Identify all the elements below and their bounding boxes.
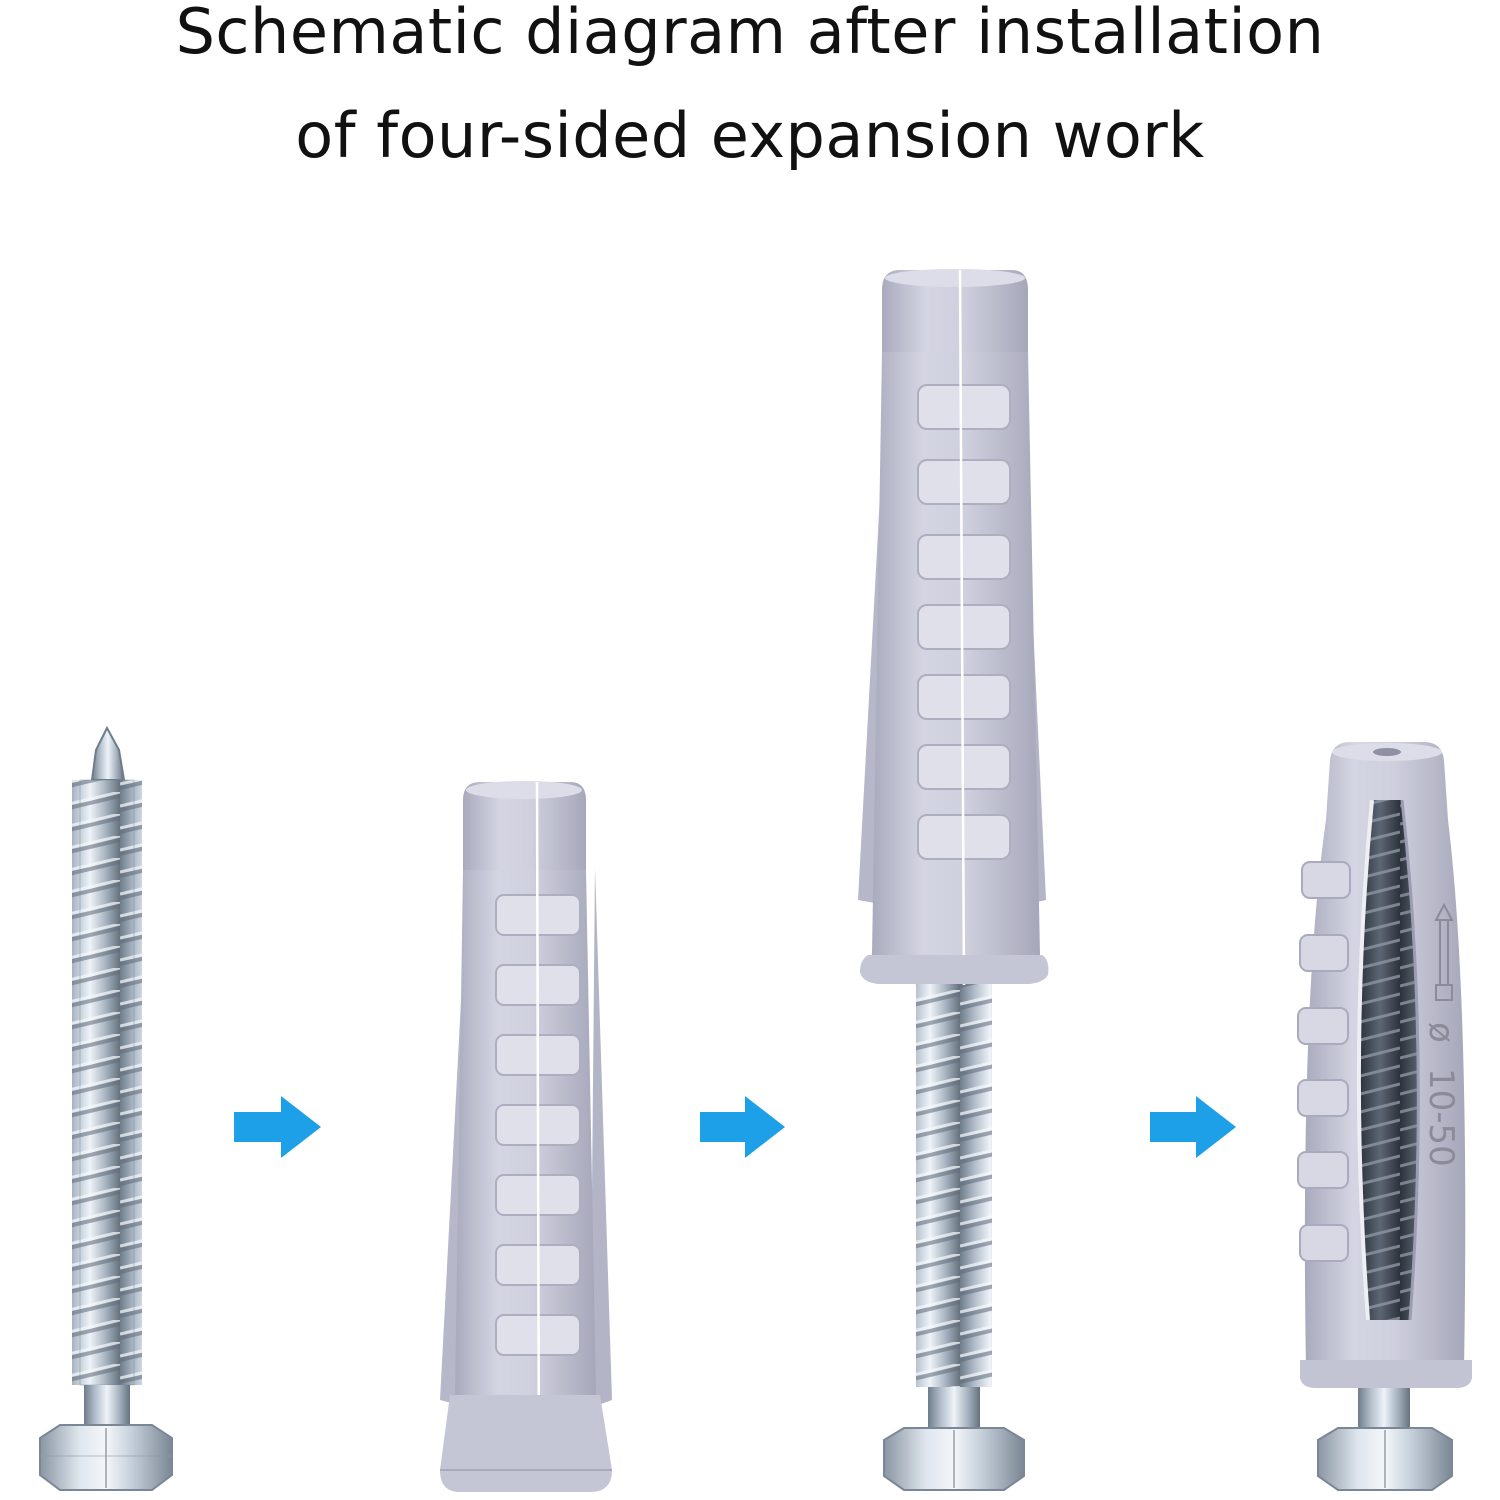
arrow-icon-2 [700,1096,785,1158]
arrow-icon-1 [234,1096,321,1158]
plug-marking-symbol: ø [1421,1022,1461,1043]
plug-marking-size: 10-50 [1421,1068,1461,1167]
title-line-2: of four-sided expansion work [295,99,1205,172]
title-line-1: Schematic diagram after installation [175,0,1325,68]
plug-with-screw-icon [858,269,1049,1491]
diagram-title: Schematic diagram after installation of … [0,0,1500,188]
expansion-plug-icon [440,781,612,1492]
arrow-icon-3 [1150,1096,1236,1158]
hex-screw-icon [39,725,173,1491]
expanded-plug-icon: ø 10-50 [1297,742,1472,1491]
